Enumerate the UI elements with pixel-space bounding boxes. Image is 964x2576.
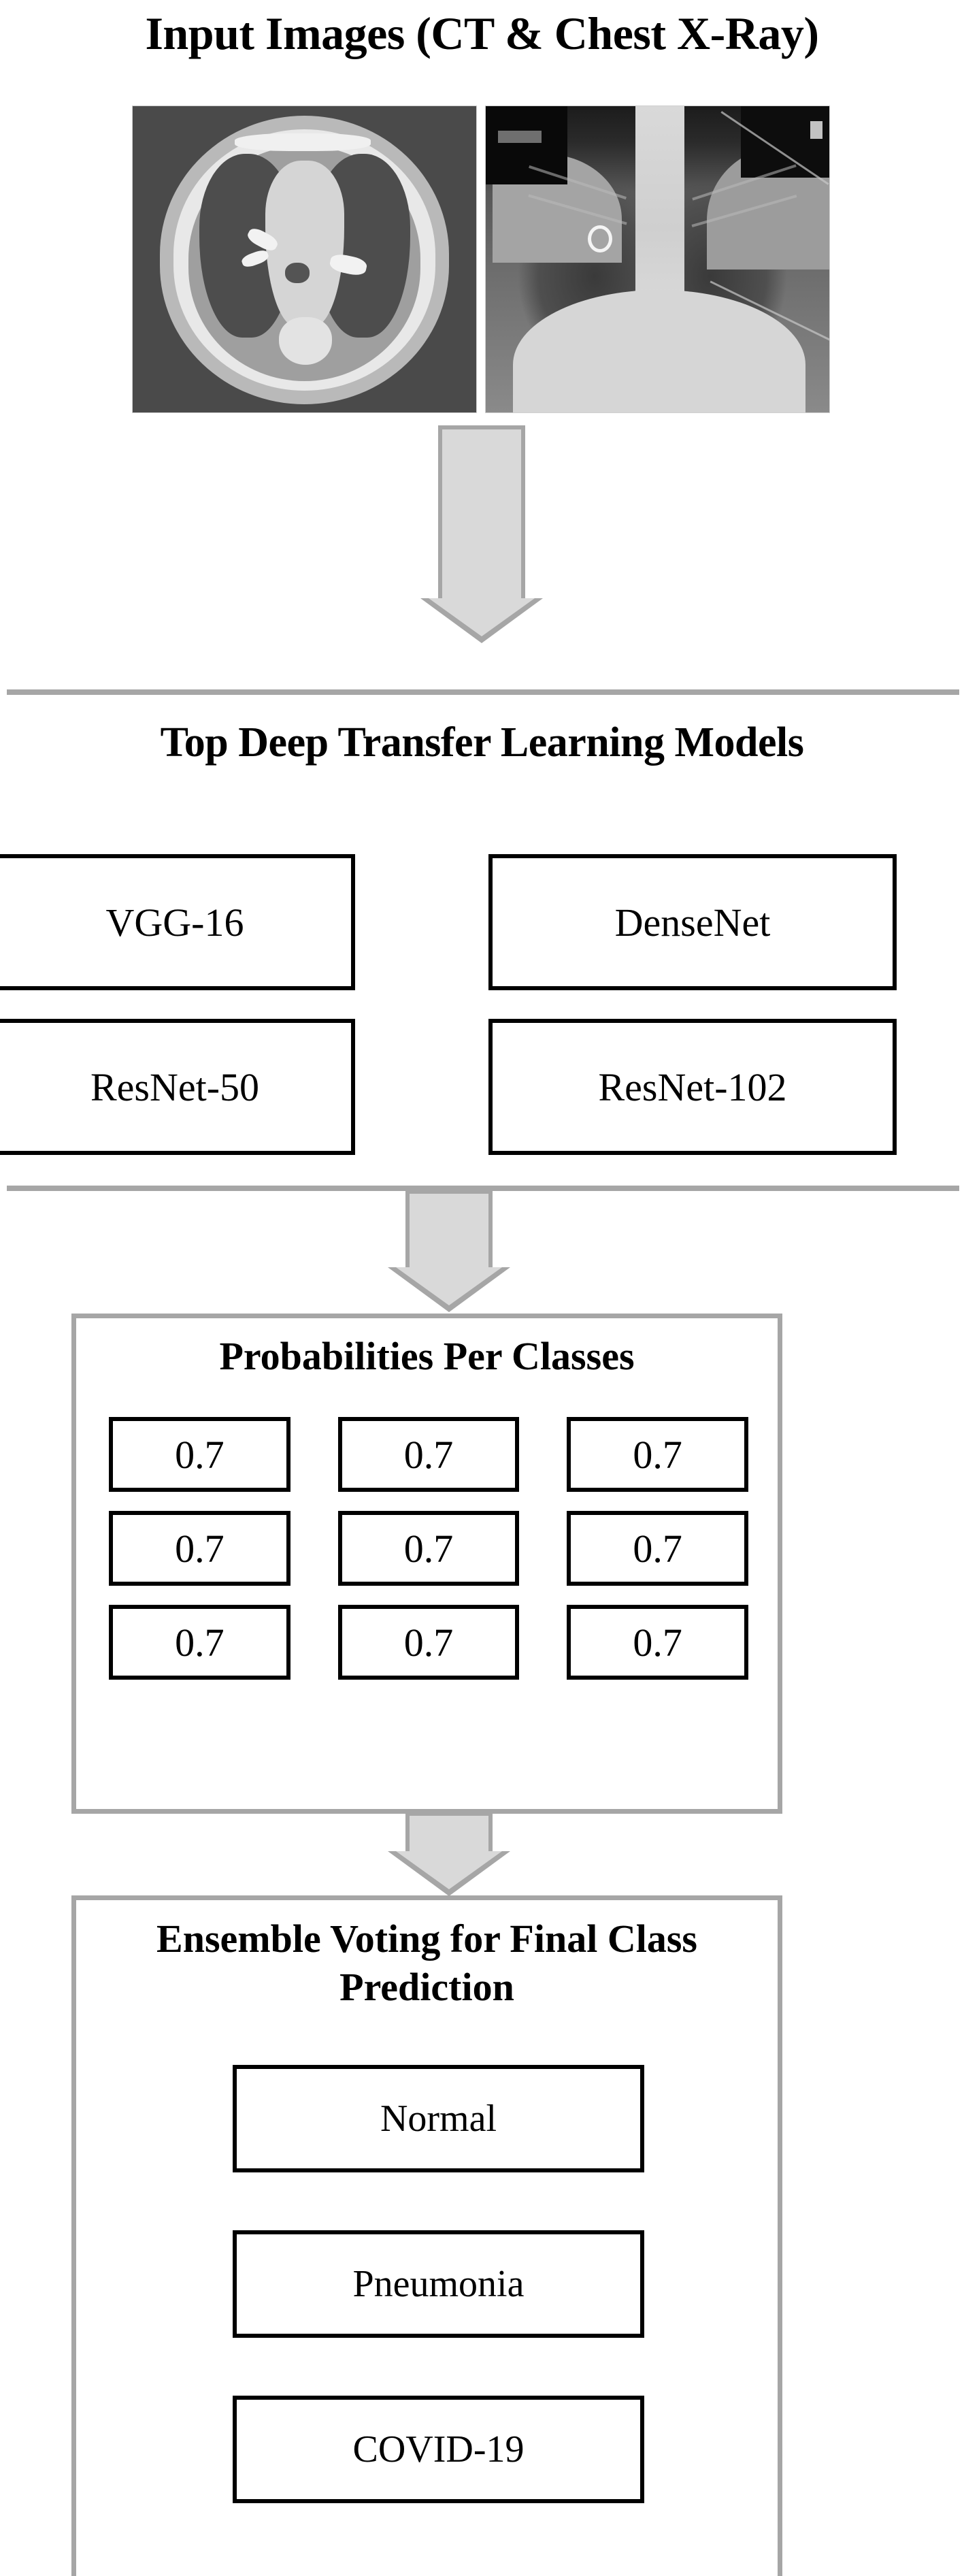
page-title: Input Images (CT & Chest X-Ray) [145,7,819,59]
class-label: COVID-19 [352,2428,525,2471]
model-box-densenet[interactable]: DenseNet [488,854,897,990]
probability-cell: 0.7 [109,1417,290,1492]
probability-cell: 0.7 [337,1417,520,1492]
model-box-resnet102[interactable]: ResNet-102 [488,1019,897,1155]
section-title-models: Top Deep Transfer Learning Models [160,719,804,766]
probability-value: 0.7 [403,1432,454,1477]
down-arrow-icon [397,425,567,643]
model-label: DenseNet [614,900,771,945]
probability-cell: 0.7 [337,1511,520,1586]
divider-top [7,689,959,695]
down-arrow-icon [364,1812,534,1900]
probability-cell: 0.7 [567,1605,748,1680]
probability-value: 0.7 [633,1526,682,1571]
probability-cell: 0.7 [337,1605,520,1680]
probability-value: 0.7 [633,1620,682,1665]
class-label: Pneumonia [352,2263,525,2305]
class-label: Normal [380,2098,497,2140]
probability-cell: 0.7 [567,1417,748,1492]
chest-xray-image [485,105,830,413]
ensemble-panel: Ensemble Voting for Final Class Predicti… [71,1895,782,2576]
probability-value: 0.7 [403,1526,454,1571]
model-label: ResNet-102 [598,1064,787,1109]
divider-bottom [7,1186,959,1191]
model-box-vgg16[interactable]: VGG-16 [0,854,355,990]
down-arrow-icon [364,1190,534,1314]
probability-value: 0.7 [175,1620,225,1665]
model-box-resnet50[interactable]: ResNet-50 [0,1019,355,1155]
input-images-row [132,105,830,413]
model-label: ResNet-50 [90,1064,260,1109]
probabilities-grid: 0.7 0.7 0.7 0.7 0.7 0.7 0.7 0.7 0.7 [109,1417,748,1680]
class-box-pneumonia[interactable]: Pneumonia [233,2230,644,2338]
class-box-normal[interactable]: Normal [233,2065,644,2172]
probability-value: 0.7 [175,1432,225,1477]
ensemble-title: Ensemble Voting for Final Class Predicti… [156,1917,697,2009]
probability-cell: 0.7 [109,1605,290,1680]
probability-cell: 0.7 [109,1511,290,1586]
probabilities-panel: Probabilities Per Classes 0.7 0.7 0.7 0.… [71,1314,782,1814]
probability-cell: 0.7 [567,1511,748,1586]
model-label: VGG-16 [105,900,244,945]
probability-value: 0.7 [633,1432,682,1477]
probabilities-title: Probabilities Per Classes [219,1334,635,1378]
probability-value: 0.7 [403,1620,454,1665]
ct-scan-image [132,105,477,413]
probability-value: 0.7 [175,1526,225,1571]
class-box-covid19[interactable]: COVID-19 [233,2396,644,2503]
